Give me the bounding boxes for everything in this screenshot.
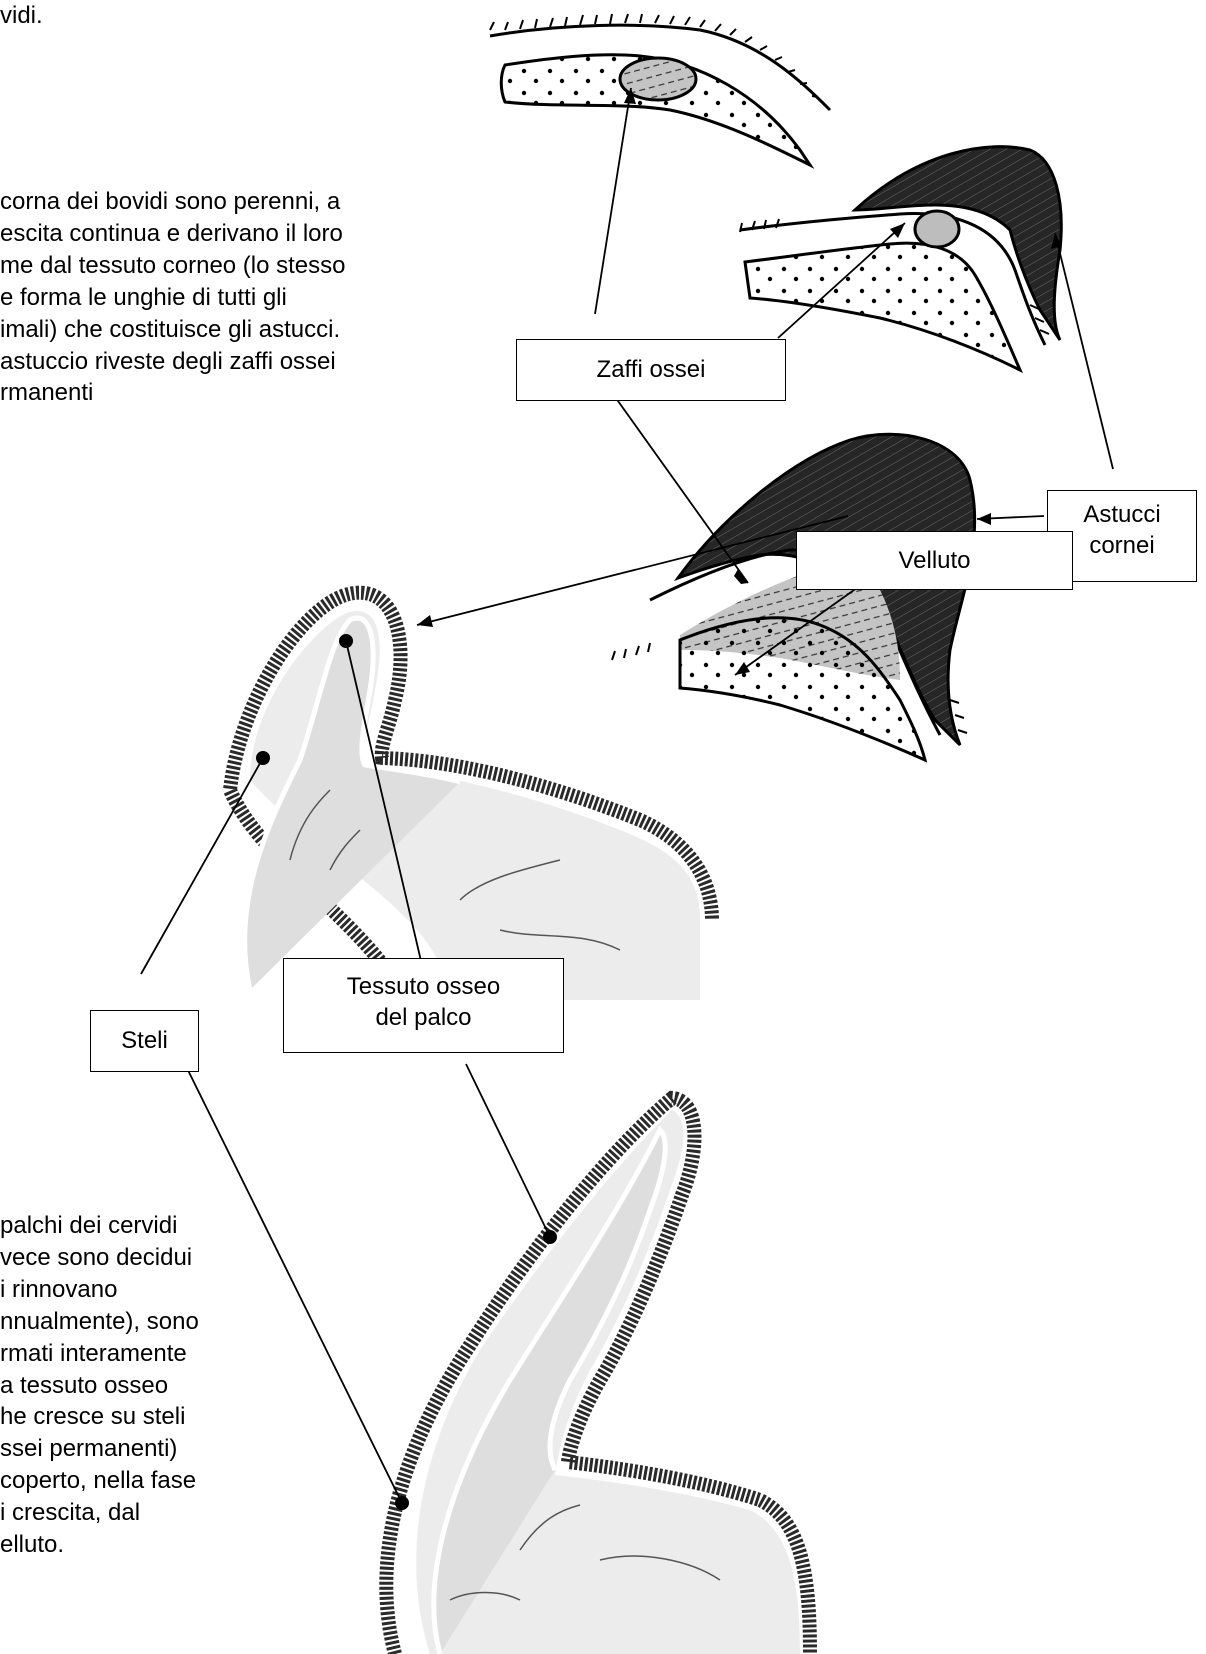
label-astucci-line: Astucci <box>1048 499 1196 530</box>
bovidi-line: imali) che costituisce gli astucci. <box>0 314 465 346</box>
label-velluto-text: Velluto <box>898 549 970 573</box>
cervidi-line: i crescita, dal <box>0 1497 260 1529</box>
cervidi-line: i rinnovano <box>0 1274 260 1306</box>
bovid-horn-section-early <box>490 14 830 165</box>
label-velluto: Velluto <box>796 531 1073 590</box>
label-tessuto-osseo: Tessuto osseo del palco <box>283 958 564 1053</box>
bovidi-line: e forma le unghie di tutti gli <box>0 282 465 314</box>
bovid-horn-section-middle <box>740 147 1061 370</box>
cervidi-line: nnualmente), sono <box>0 1306 260 1338</box>
label-steli: Steli <box>90 1010 199 1072</box>
cervidi-line: palchi dei cervidi <box>0 1210 260 1242</box>
cervidi-line: rmati interamente <box>0 1338 260 1370</box>
bovidi-line: me dal tessuto corneo (lo stesso <box>0 250 465 282</box>
bovidi-line: astuccio riveste degli zaffi ossei <box>0 346 465 378</box>
cervid-antler-early <box>230 593 712 1000</box>
cervidi-paragraph: palchi dei cervidi vece sono decidui i r… <box>0 1210 260 1561</box>
cervidi-line: he cresce su steli <box>0 1401 260 1433</box>
cervidi-line: vece sono decidui <box>0 1242 260 1274</box>
bovidi-line: rmanenti <box>0 377 465 409</box>
bovid-horn-section-mature <box>612 434 975 760</box>
bovidi-line: escita continua e derivano il loro <box>0 218 465 250</box>
top-text-fragment: vidi. <box>0 0 43 32</box>
label-zaffi-ossei: Zaffi ossei <box>516 339 786 401</box>
cervidi-line: elluto. <box>0 1529 260 1561</box>
cervidi-line: a tessuto osseo <box>0 1370 260 1402</box>
label-tessuto-line: Tessuto osseo <box>284 971 563 1002</box>
cervid-antler-late <box>386 1098 810 1654</box>
label-steli-text: Steli <box>121 1029 168 1053</box>
cervidi-line: ssei permanenti) <box>0 1433 260 1465</box>
label-tessuto-line: del palco <box>284 1002 563 1033</box>
label-zaffi-ossei-text: Zaffi ossei <box>597 358 706 382</box>
bovidi-paragraph: corna dei bovidi sono perenni, a escita … <box>0 186 465 409</box>
cervidi-line: coperto, nella fase <box>0 1465 260 1497</box>
bovidi-line: corna dei bovidi sono perenni, a <box>0 186 465 218</box>
